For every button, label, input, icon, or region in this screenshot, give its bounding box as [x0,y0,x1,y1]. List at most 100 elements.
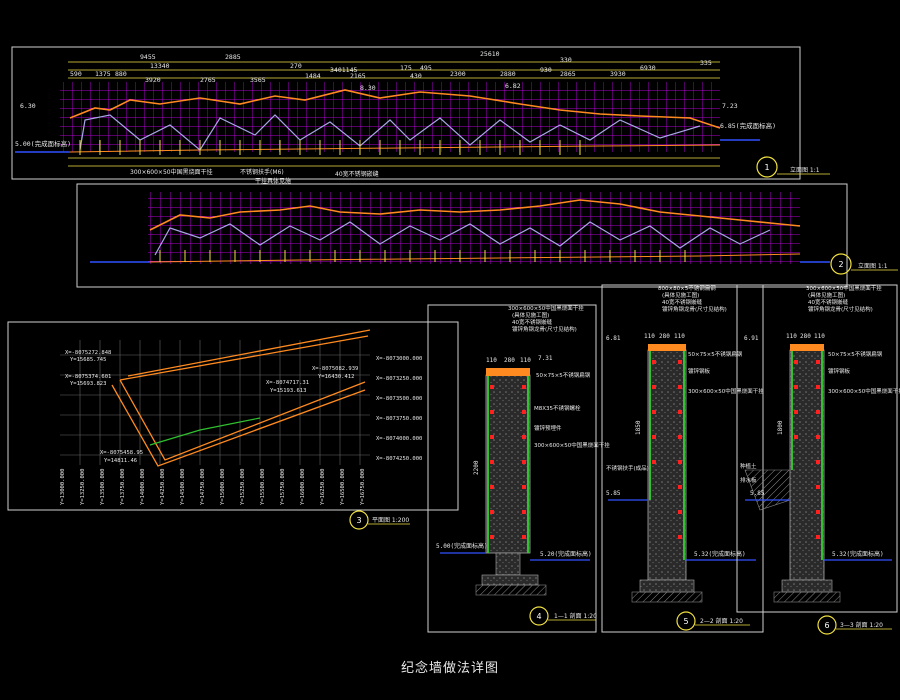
dim-label: 3930 [610,70,626,78]
dim-label: 280 [800,333,811,340]
elevation-1-top-profile [69,89,721,129]
section-1-notes: 300×600×50中国黑烧面干挂 (具体见施工图) 40宽不锈钢嵌缝 镀锌角钢… [508,304,610,449]
dim-label: 335 [700,59,712,67]
level-mark: 8.30 [360,84,376,92]
view-number: 6 [824,621,829,630]
dim-label: 25610 [480,50,500,58]
note-text: 不锈钢扶手(成品) [606,464,649,472]
grid-y-label: Y=13000.000 [60,469,66,505]
view-marker-3 [349,510,369,530]
section-1-1: 300×600×50中国黑烧面干挂 (具体见施工图) 40宽不锈钢嵌缝 镀锌角钢… [427,304,610,633]
note-text: 50×75×5不锈钢扁钢 [536,371,591,379]
view-label: 立面图 1:1 [858,262,888,270]
note-text: M8X35不锈钢螺栓 [534,404,581,412]
level-mark: 5.00(完成面标高) [436,542,488,550]
dim-label: 175 [400,64,412,72]
grid-y-label: Y=15500.000 [260,469,266,505]
section-3-frame [736,284,898,613]
elevation-1-grid [60,82,720,152]
view-label: 1—1 剖面 1:20 [554,612,597,620]
dim-label: 930 [540,66,552,74]
dim-label: 2885 [225,53,241,61]
level-mark: 7.23 [722,102,738,110]
grid-y-label: Y=14250.000 [160,469,166,505]
level-mark: 6.82 [505,82,521,90]
section-2-anchors [652,360,682,539]
note-text: 镀锌钢板 [828,367,851,375]
elevation-2: 2 立面图 1:1 [76,183,898,288]
dim-label: 270 [290,62,302,70]
dim-label: 280 [659,333,670,340]
dim-label: 2865 [560,70,576,78]
dim-label: 330 [560,56,572,64]
plan-grid [60,340,370,465]
coord-label: X=-8074717.31 [266,380,309,386]
note-text: 镀锌角钢龙骨(尺寸见结构) [512,325,577,333]
grid-y-label: Y=16250.000 [320,469,326,505]
dim-label: 495 [420,64,432,72]
dim-label: 1850 [635,420,642,435]
view-number: 3 [356,516,361,525]
note-text: 40宽不锈钢嵌缝 [335,170,379,178]
section-3-3: 300×600×50中国黑烧面干挂 (具体见施工图) 40宽不锈钢嵌缝 镀锌角钢… [736,284,900,635]
note-text: 800×80×5不锈钢扁钢 [658,284,716,292]
level-mark: 5.32(完成面标高) [832,550,884,558]
section-3-notes: 300×600×50中国黑烧面干挂 (具体见施工图) 40宽不锈钢嵌缝 镀锌角钢… [740,284,900,484]
note-text: 镀锌预埋件 [534,424,562,432]
level-mark: 7.31 [538,355,553,362]
level-mark: 5.20(完成面标高) [540,550,592,558]
dim-label: 2880 [500,70,516,78]
note-text: 50×75×5不锈钢扁钢 [688,350,743,358]
dim-label: 110 [786,333,797,340]
view-number: 1 [764,163,769,172]
dim-label: 880 [115,70,127,78]
coord-label: X=-8075458.95 [100,450,143,456]
section-1-frame [427,304,597,633]
note-text: 300×600×50中国黑烧面干挂 [534,441,610,449]
note-text: 300×600×50中国黑烧面干挂 [688,387,764,395]
coord-label: Y=16430.412 [318,374,354,380]
elevation-2-grid [148,192,800,264]
dim-label: 1800 [777,420,784,435]
dim-label: 110 [814,333,825,340]
note-text: 排水板 [740,476,757,484]
dim-label: 110 [520,357,531,364]
grid-y-label: Y=13250.000 [80,469,86,505]
dim-label: 2765 [200,76,216,84]
note-text: (具体见施工图) [808,291,845,299]
grid-x-label: X=-8074000.000 [376,436,422,442]
view-label: 立面图 1:1 [790,166,820,174]
coord-label: Y=14811.46 [104,458,137,464]
level-mark: 6.85(完成面标高) [720,121,776,130]
note-text: 镀锌钢板 [688,367,711,375]
coord-label: Y=15693.823 [70,381,106,387]
note-text: 300×600×50中国黑烧面干挂 [806,284,882,292]
view-number: 5 [683,617,688,626]
plan-grid-y-labels: Y=13000.000 Y=13250.000 Y=13500.000 Y=13… [60,469,366,505]
grid-x-label: X=-8073250.000 [376,376,422,382]
dim-label: 110 [644,333,655,340]
dim-label: 3565 [250,76,266,84]
view-marker-6 [817,615,837,635]
note-text: 50×75×5不锈钢扁钢 [828,350,883,358]
plan-view: X=-8075272.848 Y=15685.745 X=-8075374.60… [7,321,459,530]
dim-label: 430 [410,72,422,80]
note-text: (具体见施工图) [662,291,699,299]
coord-label: Y=15685.745 [70,357,106,363]
note-text: 40宽不锈钢嵌缝 [662,298,702,306]
elevation-2-top-profile [149,199,801,231]
dim-label: 590 [70,70,82,78]
level-mark: 6.81 [606,335,621,342]
note-text: 干挂具体见施 [255,177,291,185]
plan-frame [7,321,459,511]
elevation-2-frame [76,183,848,288]
note-text: 镀锌角钢龙骨(尺寸见结构) [662,305,727,313]
dim-label: 1484 [305,72,321,80]
section-2-2: 800×80×5不锈钢扁钢 (具体见施工图) 40宽不锈钢嵌缝 镀锌角钢龙骨(尺… [601,284,764,633]
level-mark: 5.85 [606,490,621,497]
elevation-1: 9455 2885 25610 330 335 13340 270 340114… [11,46,830,185]
plan-wall-outline [111,329,371,467]
grid-y-label: Y=16750.000 [360,469,366,505]
note-text: 300×600×50中国黑烧面干挂 [130,168,213,176]
dim-label: 13340 [150,62,170,70]
